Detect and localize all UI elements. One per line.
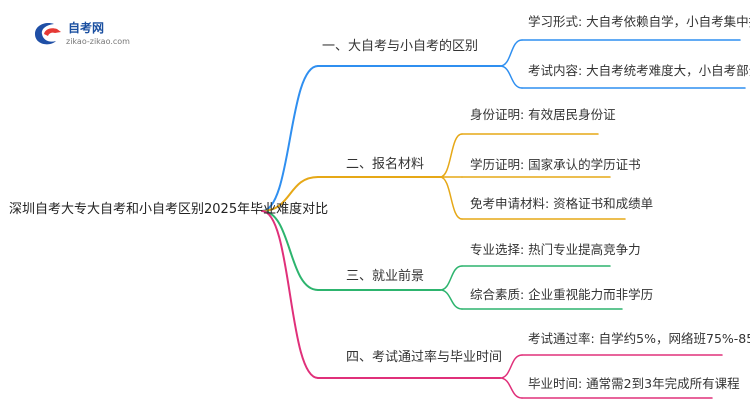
leaf-education: 学历证明: 国家承认的学历证书: [470, 157, 641, 172]
branch-connector: [261, 176, 319, 212]
leaf-study-form: 学习形式: 大自考依赖自学，小自考集中授课: [528, 14, 750, 29]
branch-difference: 一、大自考与小自考的区别: [322, 39, 479, 54]
leaf-graduation-time: 毕业时间: 通常需2到3年完成所有课程: [528, 376, 740, 391]
leaf-exam-content: 考试内容: 大自考统考难度大，小自考部分校考: [528, 63, 750, 78]
leaf-connector: [439, 265, 463, 291]
branch-employment: 三、就业前景: [346, 269, 425, 284]
logo-url: zikao-zikao.com: [66, 37, 130, 46]
leaf-identity: 身份证明: 有效居民身份证: [470, 107, 616, 122]
logo-name: 自考网: [68, 21, 105, 35]
leaf-connector: [439, 176, 463, 220]
logo-icon: [35, 23, 61, 45]
leaf-connector: [499, 39, 523, 67]
leaf-connector: [439, 133, 463, 178]
branch-connector: [261, 210, 319, 291]
leaf-connector: [499, 65, 523, 89]
leaf-overall-quality: 综合素质: 企业重视能力而非学历: [470, 287, 654, 302]
leaf-pass-rate: 考试通过率: 自学约5%，网络班75%-85%: [528, 331, 750, 346]
root-topic: 深圳自考大专大自考和小自考区别2025年毕业难度对比: [9, 202, 329, 217]
leaf-connector: [439, 289, 463, 310]
branch-connector: [261, 210, 319, 379]
branch-materials: 二、报名材料: [346, 157, 425, 172]
site-logo[interactable]: 自考网 zikao-zikao.com: [32, 19, 172, 49]
branch-connector: [261, 65, 319, 212]
branch-pass-rate: 四、考试通过率与毕业时间: [346, 350, 503, 365]
leaf-connector: [499, 354, 523, 379]
leaf-major-choice: 专业选择: 热门专业提高竞争力: [470, 242, 641, 257]
leaf-connector: [499, 377, 523, 399]
leaf-exemption: 免考申请材料: 资格证书和成绩单: [470, 196, 654, 211]
